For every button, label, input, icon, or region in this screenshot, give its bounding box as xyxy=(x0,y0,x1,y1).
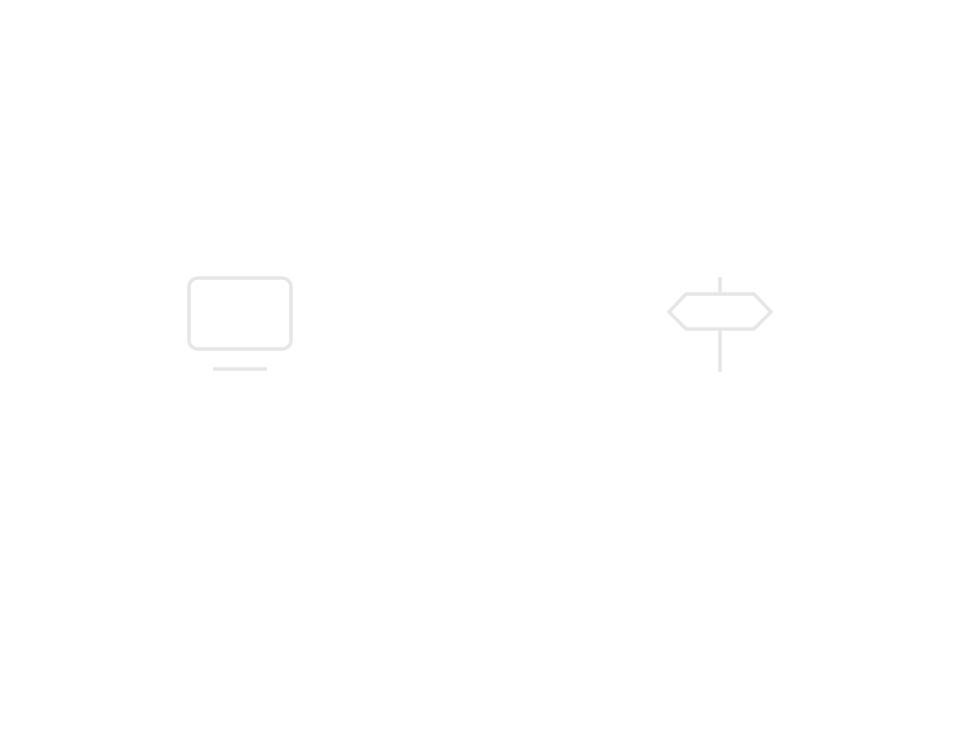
signpost-icon xyxy=(666,275,774,374)
monitor-icon xyxy=(186,275,294,374)
